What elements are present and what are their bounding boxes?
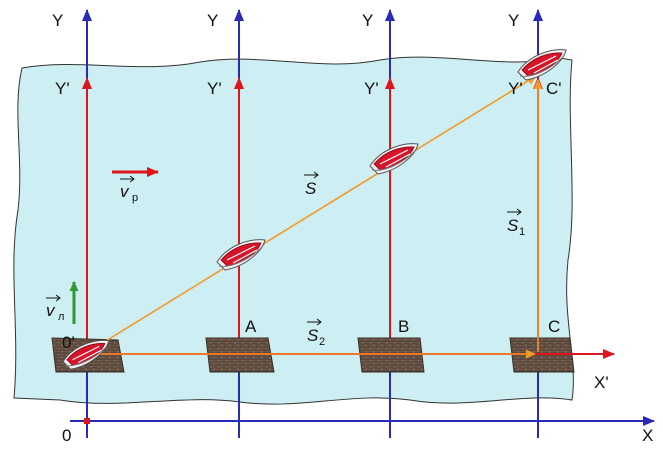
vector-s2-label: S 2 xyxy=(307,318,325,348)
vector-s1-label: S 1 xyxy=(507,208,525,238)
y-prime-label-a: Y' xyxy=(207,79,222,98)
point-c-prime-label: C' xyxy=(546,79,562,98)
svg-text:2: 2 xyxy=(319,336,325,348)
point-labels: A B C C' xyxy=(245,79,562,336)
vector-s-label: S xyxy=(304,171,319,198)
vector-v-river-label: v р xyxy=(120,175,138,204)
x-label: X xyxy=(642,426,653,445)
origin-label: 0 xyxy=(62,426,71,445)
svg-text:S: S xyxy=(507,216,519,235)
point-c-label: C xyxy=(548,317,560,336)
x-prime-label: X' xyxy=(594,373,609,392)
y-label-b: Y xyxy=(362,11,373,30)
point-a-label: A xyxy=(245,317,257,336)
river-water xyxy=(13,56,574,405)
y-label-0: Y xyxy=(52,11,63,30)
vector-v-boat-label: v л xyxy=(46,294,64,323)
svg-text:1: 1 xyxy=(519,226,525,238)
y-prime-label-0: Y' xyxy=(55,79,70,98)
svg-text:р: р xyxy=(132,192,138,204)
y-prime-label-b: Y' xyxy=(364,79,379,98)
point-b-label: B xyxy=(398,317,409,336)
y-label-c: Y xyxy=(508,11,519,30)
origin-marker xyxy=(84,418,90,424)
svg-text:л: л xyxy=(58,311,64,323)
origin-prime-label: 0' xyxy=(62,333,75,352)
y-prime-label-c: Y' xyxy=(508,79,523,98)
svg-text:S: S xyxy=(305,179,317,198)
svg-text:v: v xyxy=(46,301,56,320)
vector-s-line xyxy=(87,75,537,353)
vector-labels: S S 1 S 2 v р v л xyxy=(46,171,525,348)
svg-text:S: S xyxy=(307,326,319,345)
y-label-a: Y xyxy=(207,11,218,30)
svg-text:v: v xyxy=(120,182,130,201)
axis-labels: Y Y Y Y Y' Y' Y' Y' X X' 0 0' xyxy=(52,11,653,445)
